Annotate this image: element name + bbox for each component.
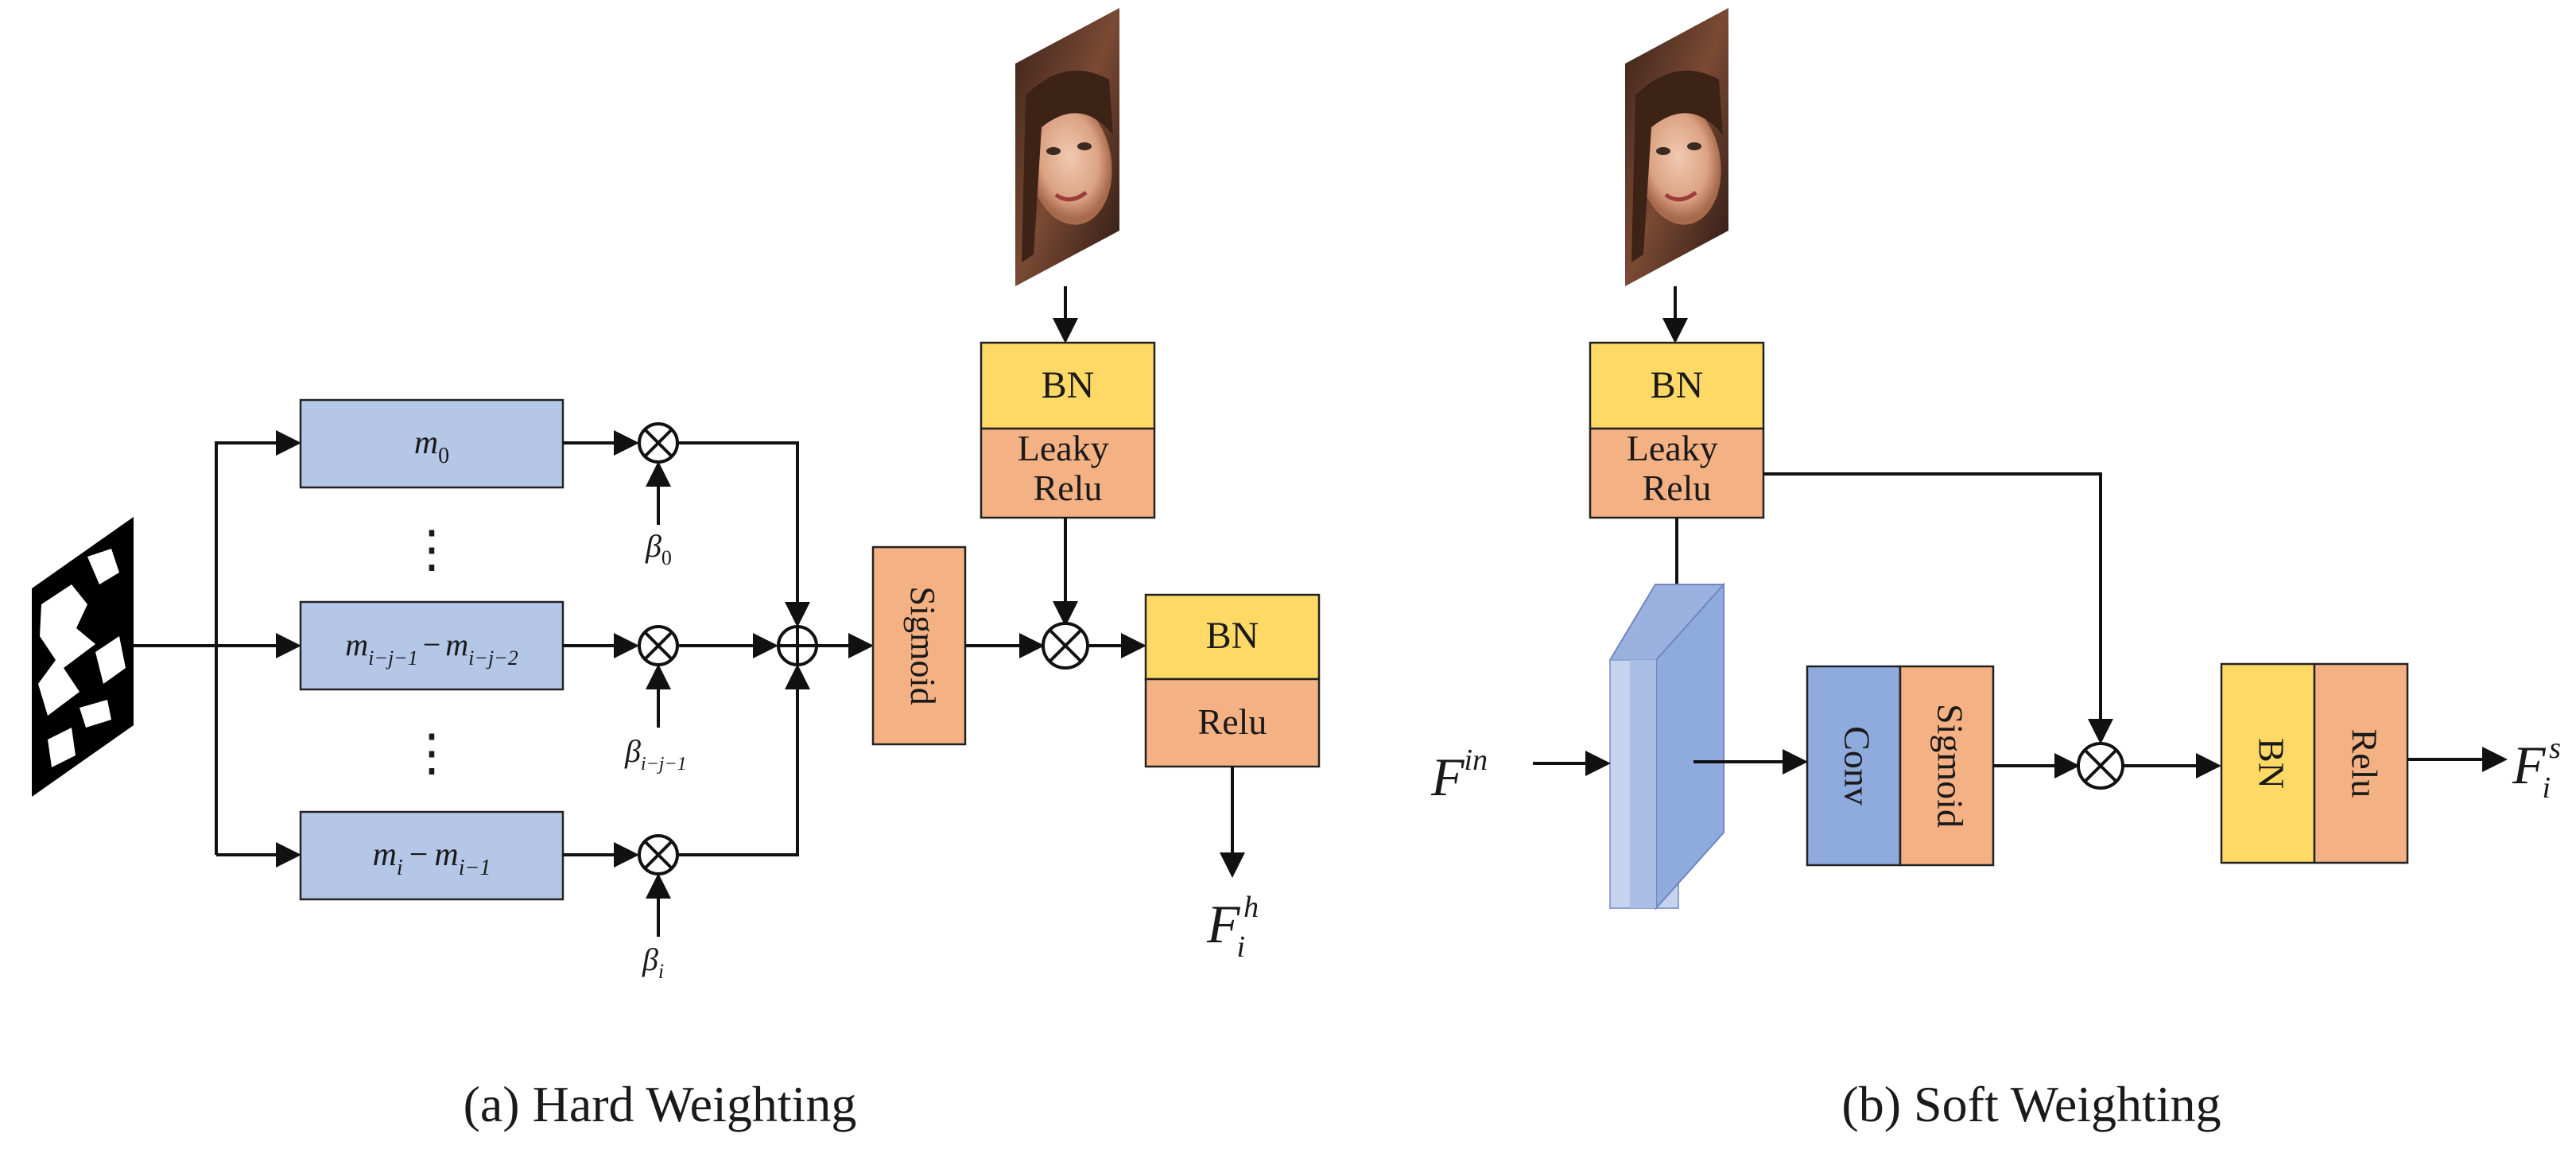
out-bn-label-b: BN xyxy=(2251,738,2291,789)
ellipsis-lower: ⋮ xyxy=(406,724,457,781)
feature-map-block xyxy=(1608,582,1725,910)
sigmoid-label-b: Sigmoid xyxy=(1930,704,1970,828)
branch-box-mid xyxy=(299,600,564,691)
out-bn-box-a xyxy=(1144,593,1321,681)
panel-soft-weighting: BN Leaky Relu Fin Conv Sigmoid xyxy=(1430,8,2561,1132)
conv-box-b xyxy=(1806,665,1902,867)
bn-box-b xyxy=(1589,341,1765,430)
sigmoid-box-a xyxy=(871,545,967,746)
caption-a: (a) Hard Weighting xyxy=(464,1076,857,1132)
beta-i-label: βi xyxy=(642,942,664,983)
out-bn-box-b xyxy=(2220,662,2316,864)
bn-label-a: BN xyxy=(1042,364,1095,406)
add-op xyxy=(777,625,818,666)
branch-label-mid: mi−j−1−mi−j−2 xyxy=(345,627,518,670)
out-relu-label-a: Relu xyxy=(1198,701,1267,742)
sigmoid-label-a: Sigmoid xyxy=(903,586,942,705)
out-relu-box-b xyxy=(2313,662,2409,864)
panel-hard-weighting: m0 mi−j−1−mi−j−2 mi−mi−1 ⋮ ⋮ xyxy=(32,8,1321,1132)
leaky-relu-label-a: Leaky Relu xyxy=(1018,428,1118,508)
branch-box-bottom xyxy=(299,810,564,901)
branch-label-m0: m0 xyxy=(414,425,449,468)
bot-mul-to-add xyxy=(677,664,810,856)
face-image-a xyxy=(1015,8,1119,286)
input-fin-label: Fin xyxy=(1430,744,1488,807)
bn-label-b: BN xyxy=(1651,364,1704,406)
mask-image xyxy=(32,517,134,797)
ellipsis-upper: ⋮ xyxy=(406,521,457,577)
leaky-relu-label-b: Leaky Relu xyxy=(1627,428,1727,508)
output-fih-label: Fih xyxy=(1206,891,1259,964)
leaky-skip-to-mul-b xyxy=(1763,472,2113,744)
branch-label-bottom: mi−mi−1 xyxy=(373,837,491,880)
multiply-op-top xyxy=(638,422,679,464)
caption-b: (b) Soft Weighting xyxy=(1841,1076,2221,1132)
bn-box-a xyxy=(980,341,1156,430)
leaky-relu-box-b xyxy=(1589,427,1765,519)
sigmoid-box-b xyxy=(1899,665,1995,867)
output-fis-label: Fis xyxy=(2512,732,2561,805)
multiply-op-b xyxy=(2077,742,2124,790)
multiply-op-a xyxy=(1042,622,1089,670)
top-mul-to-add xyxy=(677,441,810,627)
multiply-op-bottom xyxy=(638,834,679,876)
beta-mid-label: βi−j−1 xyxy=(624,733,687,775)
conv-label-b: Conv xyxy=(1837,726,1877,806)
out-relu-box-a xyxy=(1144,678,1321,768)
out-relu-label-b: Relu xyxy=(2344,729,2384,798)
multiply-op-mid xyxy=(638,625,679,666)
leaky-relu-box-a xyxy=(980,427,1156,519)
beta-0-label: β0 xyxy=(645,528,672,569)
out-bn-label-a: BN xyxy=(1206,615,1259,657)
face-image-b xyxy=(1625,8,1728,286)
